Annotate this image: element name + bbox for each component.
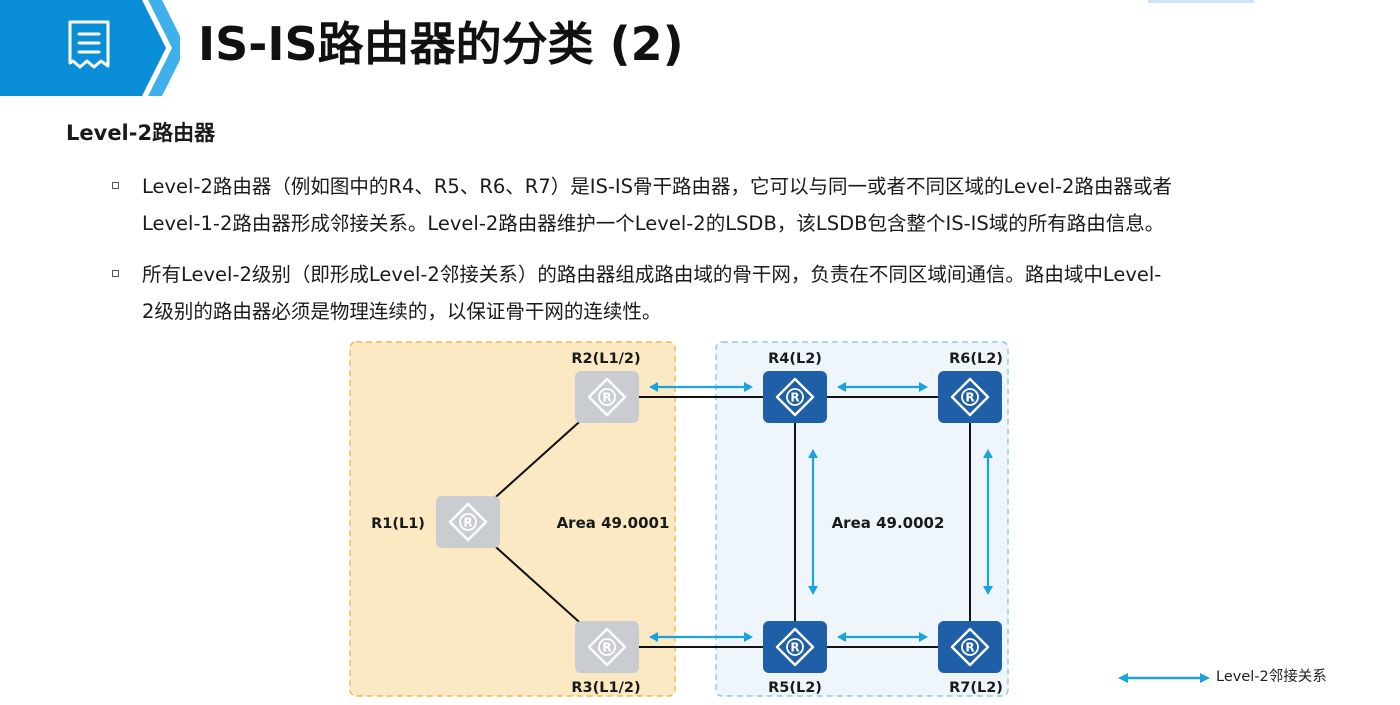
router-diamond [950,627,990,667]
adjacency-arrow-head [744,632,753,642]
bullet-line: Level-2路由器（例如图中的R4、R5、R6、R7）是IS-IS骨干路由器，… [142,175,1172,198]
router-diamond [587,627,627,667]
router-body [938,371,1002,423]
router-diamond [587,377,627,417]
bullet-line: Level-1-2路由器形成邻接关系。Level-2路由器维护一个Level-2… [142,212,1165,235]
router-r7-icon: R [938,621,1002,673]
adjacency-arrow-head [919,632,928,642]
router-diamond [775,627,815,667]
router-letter: R [965,641,974,655]
adjacency-arrow-head [649,382,658,392]
adjacency-arrow-head [919,382,928,392]
router-r6-icon: R [938,371,1002,423]
router-r1-icon: R [436,496,500,548]
router-r5-icon: R [763,621,827,673]
router-ring [786,388,804,406]
bullet-square-icon [112,270,119,277]
router-ring [961,388,979,406]
adjacency-arrow-head [983,586,993,595]
router-diamond [448,502,488,542]
router-letter: R [965,391,974,405]
adjacency-arrow-head [837,382,846,392]
adjacency-arrow-head [649,632,658,642]
router-label: R5(L2) [768,680,822,696]
bullet-item: 所有Level-2级别（即形成Level-2邻接关系）的路由器组成路由域的骨干网… [110,256,1370,330]
bullet-item: Level-2路由器（例如图中的R4、R5、R6、R7）是IS-IS骨干路由器，… [110,168,1370,242]
router-label: R7(L2) [949,680,1003,696]
document-list-icon [68,20,110,69]
router-label: R4(L2) [768,351,822,367]
router-body [763,371,827,423]
router-body [436,496,500,548]
adjacency-arrow [837,632,928,642]
router-label: R1(L1) [371,516,425,532]
adjacency-arrow [837,382,928,392]
router-label: R2(L1/2) [571,351,640,367]
router-body [575,621,639,673]
bullet-line: 2级别的路由器必须是物理连续的，以保证骨干网的连续性。 [142,300,662,323]
router-ring [786,638,804,656]
adjacency-arrow [649,382,753,392]
router-diamond [775,377,815,417]
router-r3-icon: R [575,621,639,673]
router-letter: R [602,391,611,405]
router-ring [598,638,616,656]
router-label: R6(L2) [949,351,1003,367]
router-body [763,621,827,673]
adjacency-arrow-head [837,632,846,642]
area-box [715,341,1009,697]
adjacency-arrow-head [808,449,818,458]
top-accent-bar [1148,0,1254,3]
bullet-line: 所有Level-2级别（即形成Level-2邻接关系）的路由器组成路由域的骨干网… [142,263,1162,286]
page-title: IS-IS路由器的分类 (2) [198,17,684,71]
router-letter: R [602,641,611,655]
router-letter: R [790,391,799,405]
router-ring [459,513,477,531]
title-banner [0,0,180,96]
legend: Level-2邻接关系 [1118,665,1358,691]
legend-label: Level-2邻接关系 [1216,669,1327,685]
router-label: R3(L1/2) [571,680,640,696]
legend-adjacency-arrow-icon [1118,673,1210,683]
router-letter: R [463,516,472,530]
bullet-square-icon [112,182,119,189]
router-ring [961,638,979,656]
router-letter: R [790,641,799,655]
adjacency-arrow [808,449,818,595]
adjacency-arrow [983,449,993,595]
adjacency-arrow-head [983,449,993,458]
router-r2-icon: R [575,371,639,423]
section-title: Level-2路由器 [66,121,216,145]
area-label: Area 49.0002 [832,514,945,532]
router-body [938,621,1002,673]
router-r4-icon: R [763,371,827,423]
adjacency-arrow [649,632,753,642]
router-diamond [950,377,990,417]
bullet-list: Level-2路由器（例如图中的R4、R5、R6、R7）是IS-IS骨干路由器，… [110,168,1370,344]
router-body [575,371,639,423]
area-label: Area 49.0001 [557,514,670,532]
area-box [349,341,676,697]
router-ring [598,388,616,406]
adjacency-arrow-head [808,586,818,595]
adjacency-arrow-head [744,382,753,392]
